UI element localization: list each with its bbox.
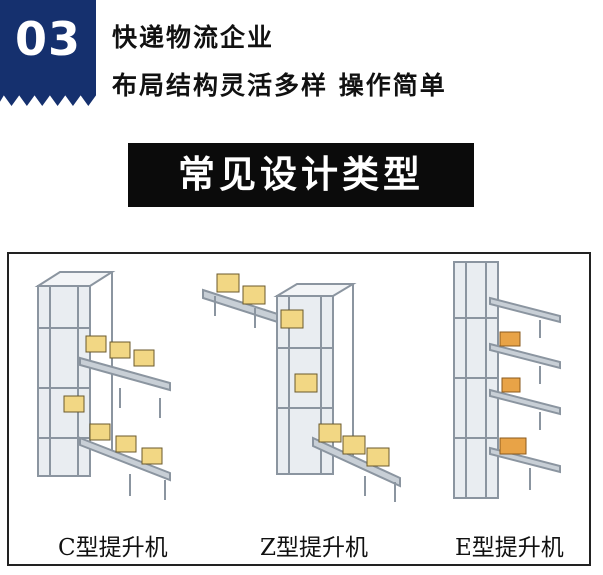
section-title: 常见设计类型 [128, 143, 474, 207]
z-type-lift-illustration [202, 273, 401, 502]
c-type-caption: C型提升机 [58, 535, 168, 561]
section-number-badge: 03 [0, 0, 96, 106]
header-line-1: 快递物流企业 [112, 23, 275, 52]
z-type-caption: Z型提升机 [260, 535, 368, 561]
e-type-lift-illustration [453, 261, 561, 499]
e-type-caption: E型提升机 [455, 535, 564, 561]
header-line-2: 布局结构灵活多样 操作简单 [112, 71, 447, 100]
c-type-lift-illustration [34, 271, 171, 500]
section-number: 03 [14, 12, 81, 66]
